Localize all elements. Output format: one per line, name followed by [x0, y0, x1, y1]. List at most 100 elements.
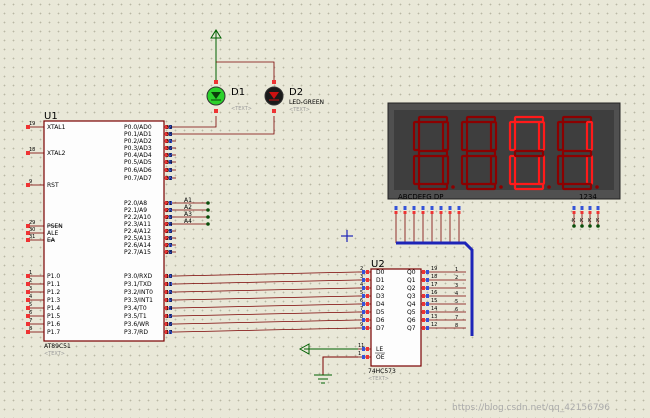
led-d2[interactable]: D2 LED-GREEN <TEXT>: [264, 80, 324, 113]
pin-number: 28: [166, 250, 172, 256]
pin-name: P3.1/TXD: [124, 281, 152, 288]
u2-ref: U2: [371, 259, 385, 270]
pin-number: 9: [29, 179, 32, 185]
pin-name: P1.7: [47, 329, 60, 336]
bus-number: 8: [455, 323, 458, 329]
pin-number: 18: [29, 147, 35, 153]
svg-text:3: 3: [360, 274, 363, 280]
pin-name: P2.3/A11: [124, 221, 151, 228]
pin-name: P0.7/AD7: [124, 175, 152, 182]
pin-number: 39: [166, 125, 172, 131]
d1-text: <TEXT>: [231, 106, 252, 112]
pin-number: 3: [29, 286, 32, 292]
pin-number: 27: [166, 243, 172, 249]
pin-name: P1.3: [47, 297, 60, 304]
u2-pin-name: D7: [376, 325, 385, 332]
pin-number: 13: [166, 298, 172, 304]
u2-part: 74HC573: [368, 368, 396, 375]
pin-name: P0.3/AD3: [124, 145, 152, 152]
pin-name: P1.5: [47, 313, 60, 320]
pin-name: P3.4/T0: [124, 305, 147, 312]
pin-name: P1.2: [47, 289, 60, 296]
pin-number: 30: [29, 227, 35, 233]
pin-number: 15: [166, 314, 172, 320]
u1-part: AT89C51: [44, 343, 71, 350]
u2-pin-name: Q1: [407, 277, 416, 284]
pin-name: P1.0: [47, 273, 60, 280]
net-label: A3: [184, 211, 192, 218]
svg-text:12: 12: [431, 322, 437, 328]
led-d1[interactable]: D1 <TEXT>: [206, 80, 252, 113]
u1-pin-p36wr[interactable]: 16 P3.6/WR: [124, 321, 176, 328]
pin-name: P3.3/INT1: [124, 297, 153, 304]
u2-pin-name: D4: [376, 301, 385, 308]
pin-name: P3.6/WR: [124, 321, 149, 328]
u2-body: [370, 268, 422, 367]
svg-text:18: 18: [431, 274, 437, 280]
bus-number: 4: [455, 291, 458, 297]
pin-number: 31: [29, 234, 35, 240]
svg-text:13: 13: [431, 314, 437, 320]
pin-number: 33: [166, 168, 172, 174]
bus-number: 2: [455, 275, 458, 281]
svg-text:K: K: [596, 218, 600, 224]
pin-number: 12: [166, 290, 172, 296]
segment-pin-label: ABCDEFG DP: [398, 193, 443, 201]
pin-number: 16: [166, 322, 172, 328]
segment-pins: [394, 206, 461, 243]
u1-pin-p33int1[interactable]: 13 P3.3/INT1: [124, 297, 176, 304]
u2-pin-name: Q7: [407, 325, 416, 332]
pin-name: P2.5/A13: [124, 235, 151, 242]
u2-pin-name: D2: [376, 285, 385, 292]
u2-pin-name: Q3: [407, 293, 416, 300]
watermark: https://blog.csdn.net/qq_42156796: [452, 403, 610, 413]
u2-pin-name: D0: [376, 269, 385, 276]
d2-part: LED-GREEN: [289, 99, 324, 106]
pin-number: 6: [29, 310, 32, 316]
pin-name: P3.0/RXD: [124, 273, 152, 280]
bus-number: 3: [455, 283, 458, 289]
d2-text: <TEXT>: [289, 107, 310, 113]
